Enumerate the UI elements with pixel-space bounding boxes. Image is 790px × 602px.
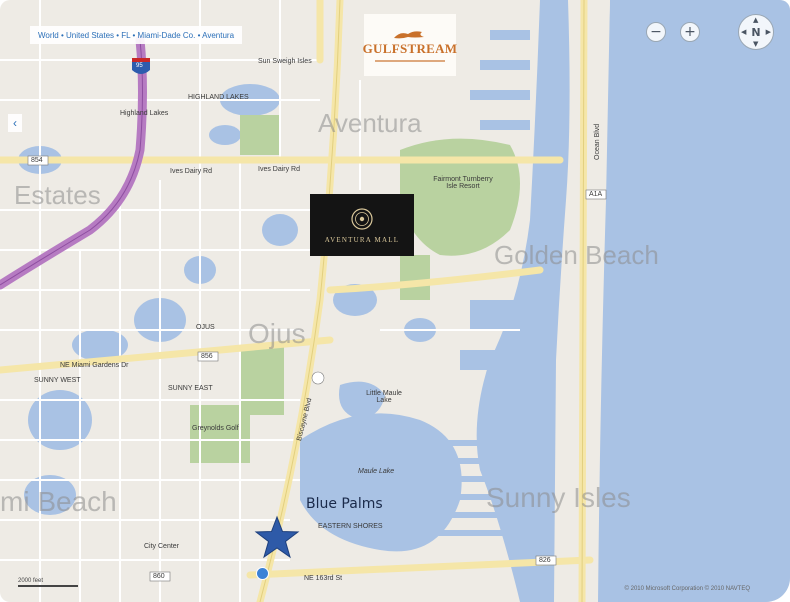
location-star-icon[interactable]	[254, 515, 300, 559]
compass-down-arrow-icon[interactable]: ▼	[753, 40, 759, 48]
label-route-i95: 95	[136, 63, 143, 69]
label-route-826: 826	[539, 557, 551, 564]
atlantic-ocean	[598, 0, 790, 602]
street-grid	[0, 0, 520, 602]
compass-left-arrow-icon[interactable]: ◀	[741, 28, 747, 36]
compass-control[interactable]: N ▲ ▼ ◀ ▶	[738, 14, 774, 50]
area-name-ojus: Ojus	[248, 318, 306, 349]
compass-right-arrow-icon[interactable]: ▶	[765, 28, 771, 36]
area-name-golden-beach: Golden Beach	[494, 240, 659, 270]
label-eastern-shores: EASTERN SHORES	[318, 523, 383, 530]
label-maule-lake: Maule Lake	[358, 468, 395, 475]
label-ne-163rd: NE 163rd St	[304, 575, 343, 582]
zoom-out-button[interactable]: −	[646, 22, 666, 42]
route-shields	[27, 155, 607, 582]
label-route-854: 854	[31, 157, 43, 164]
area-name-miami-beach: mi Beach	[0, 486, 117, 517]
horse-icon	[394, 30, 424, 38]
marker-label-blue-palms: Blue Palms	[306, 496, 383, 512]
aventura-wordmark: AVENTURA MALL	[324, 235, 400, 244]
label-ives-dairy-2: Ives Dairy Rd	[258, 166, 301, 173]
scale-bar: 2000 feet	[18, 578, 78, 587]
aventura-mall-logo: AVENTURA MALL	[310, 194, 414, 256]
gulfstream-logo: GULFSTREAM	[362, 14, 458, 76]
little-maule-lake	[339, 381, 385, 419]
label-ojus: OJUS	[196, 324, 215, 331]
canals	[420, 30, 530, 536]
label-ives-dairy: Ives Dairy Rd	[170, 168, 213, 175]
label-ne-miami-gardens: NE Miami Gardens Dr	[60, 362, 129, 369]
label-city-center: City Center	[144, 543, 180, 550]
gulfstream-wordmark: GULFSTREAM	[362, 40, 458, 56]
area-name-estates: Estates	[14, 180, 101, 210]
breadcrumb[interactable]: World • United States • FL • Miami-Dade …	[30, 26, 243, 44]
zoom-in-button[interactable]: +	[680, 22, 700, 42]
area-name-aventura: Aventura	[318, 108, 422, 138]
copyright-text: © 2010 Microsoft Corporation © 2010 NAVT…	[624, 586, 750, 592]
label-highland-lakes: HIGHLAND LAKES	[188, 94, 249, 101]
label-fairmont: Fairmont Turnberry Isle Resort	[433, 176, 493, 190]
label-little-maule-lake: Little Maule Lake	[366, 390, 402, 404]
area-name-sunny-isles: Sunny Isles	[486, 482, 631, 513]
panel-expand-icon[interactable]: ‹	[8, 114, 22, 132]
i95-shield-icon	[132, 58, 150, 74]
label-sunny-west: SUNNY WEST	[34, 377, 81, 384]
compass-up-arrow-icon[interactable]: ▲	[753, 16, 759, 24]
aventura-emblem-icon	[351, 207, 373, 230]
label-route-856: 856	[201, 353, 213, 360]
label-ocean-blvd: Ocean Blvd	[594, 123, 601, 160]
intracoastal-waterway	[476, 0, 570, 602]
label-sunny-east: SUNNY EAST	[168, 385, 213, 392]
scale-label: 2000 feet	[18, 578, 44, 584]
current-location-icon[interactable]	[256, 567, 269, 580]
label-greynolds-golf: Greynolds Golf	[192, 425, 239, 432]
label-route-860: 860	[153, 573, 165, 580]
parks	[190, 115, 520, 463]
compass-north-label: N	[751, 25, 761, 39]
highway-i95-edge	[0, 39, 143, 286]
label-highland-lakes-2: Highland Lakes	[120, 110, 169, 117]
label-route-a1a: A1A	[589, 191, 603, 198]
label-sun-sweigh-isles: Sun Sweigh Isles	[258, 58, 312, 65]
major-road-edges	[259, 0, 585, 602]
